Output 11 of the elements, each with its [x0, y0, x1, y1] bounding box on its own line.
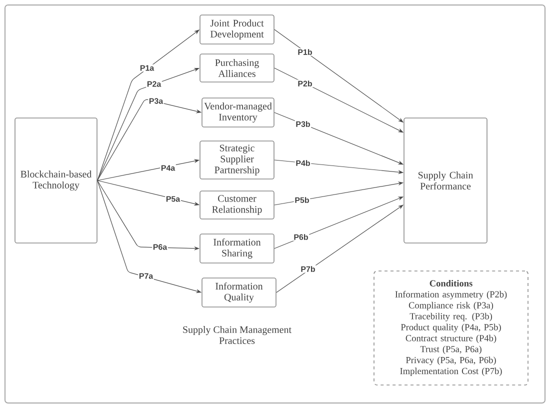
note-box: Conditions Information asymmetry (P2b) Compliance risk (P3a) Tracebility req. (P3b) Product quality (P4a, P5b) Contract structure (P4b) Trust (P5a, P6a) Privacy (P5a, P6a, P6b) Implementation Cost (P7b) — [374, 270, 528, 386]
process-box: Joint Product Development — [200, 14, 274, 44]
process-box: Information Quality — [202, 278, 276, 308]
process-box: Vendor-managed Inventory — [202, 98, 274, 128]
process-box: Information Sharing — [200, 234, 274, 264]
process-box: Blockchain-based Technology — [14, 118, 98, 244]
process-box: Customer Relationship — [200, 190, 274, 220]
process-box: Supply Chain Performance — [404, 118, 488, 244]
group-label: Supply Chain Management Practices — [183, 326, 292, 344]
process-box: Strategic Supplier Partnership — [200, 140, 274, 180]
process-box: Purchasing Alliances — [200, 54, 274, 82]
